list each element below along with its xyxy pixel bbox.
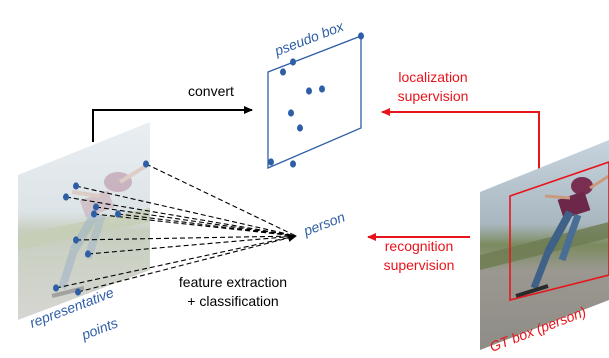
left-input-image [18,122,150,320]
rep-point [63,193,69,201]
pseudo-box [267,32,364,169]
localization-supervision-label-line2: supervision [398,88,469,104]
right-gt-image [480,140,609,350]
rep-point [115,210,121,218]
feature-extraction-label-line1: feature extraction [179,274,287,290]
convert-arrow [92,106,253,142]
recognition-supervision-label-line2: supervision [384,257,455,273]
representative-points-label-line2: points [78,314,120,343]
rep-point [73,236,79,244]
feature-extraction-lines [55,163,297,293]
recognition-supervision-label-line1: recognition [385,238,454,254]
feature-extraction-label-line2: + classification [187,293,278,309]
representative-points [53,160,149,296]
rep-point [53,284,59,292]
rep-point [73,182,79,190]
rep-point [91,210,97,218]
localization-supervision-arrow [381,108,540,186]
convert-label: convert [188,83,234,99]
pseudo-box-label: pseudo box [271,18,346,60]
rep-point [85,250,91,258]
localization-supervision-label-line1: localization [398,69,467,85]
rep-point [93,203,99,211]
rep-point [143,160,149,168]
gt-box [509,161,609,302]
person-label: person [300,208,347,239]
rep-point [75,288,81,296]
